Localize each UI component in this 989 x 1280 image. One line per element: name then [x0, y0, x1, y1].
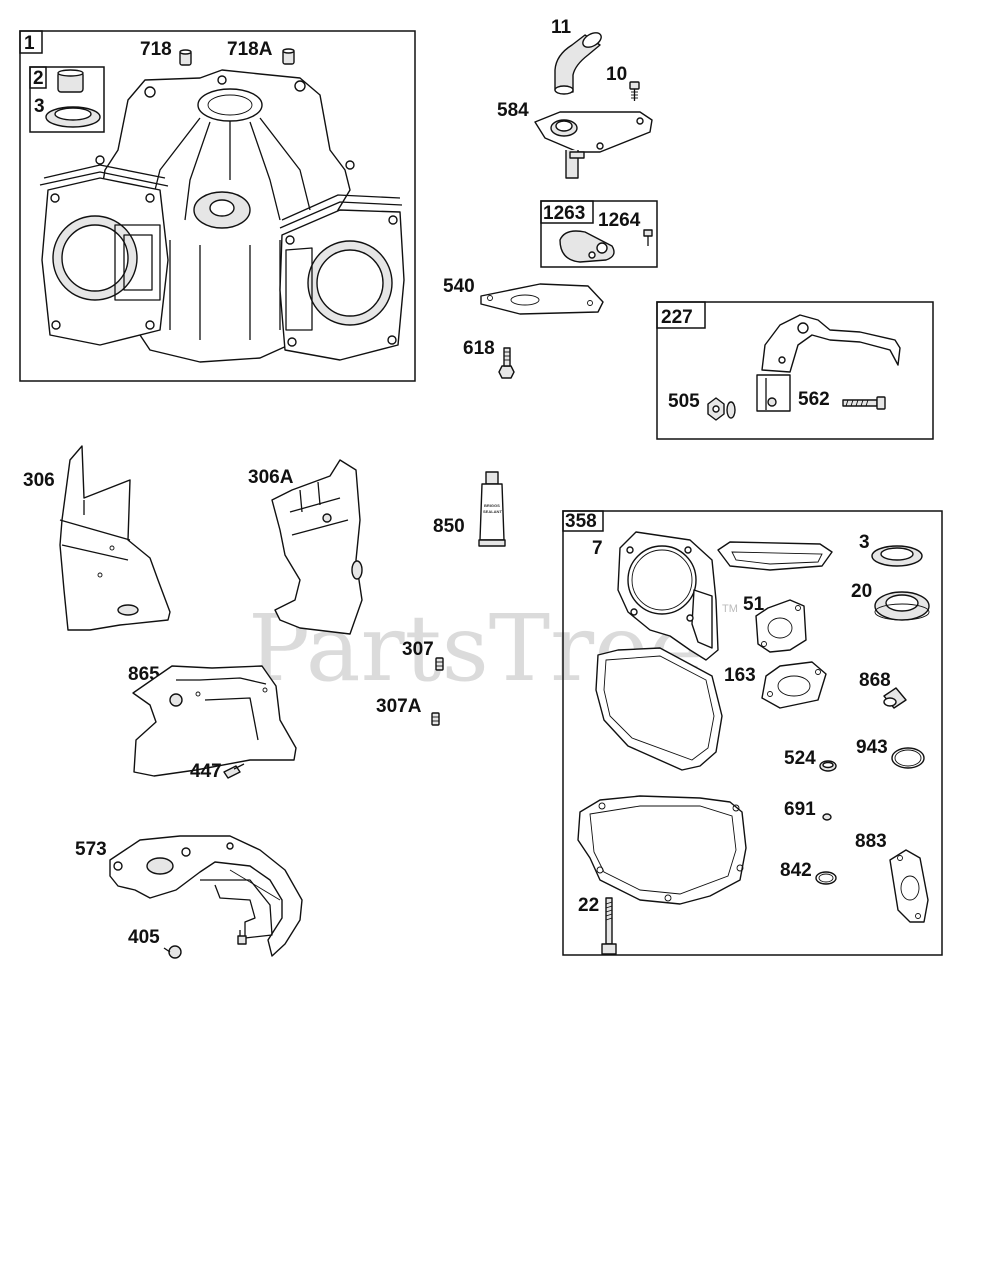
part-label-618[interactable]: 618 [463, 338, 495, 359]
screw-10-part[interactable] [629, 81, 640, 101]
part-label-20[interactable]: 20 [851, 581, 872, 602]
screw-405-part[interactable] [163, 945, 182, 959]
callout-box-2: 2 3 [29, 66, 105, 133]
part-label-718A[interactable]: 718A [227, 39, 273, 60]
nut-505-part[interactable] [707, 397, 725, 421]
part-label-718[interactable]: 718 [140, 39, 172, 60]
screw-447-part[interactable] [223, 763, 245, 779]
part-label-842[interactable]: 842 [780, 860, 812, 881]
part-label-883[interactable]: 883 [855, 831, 887, 852]
baffle-865-part[interactable] [132, 665, 297, 777]
dowel-pin-718[interactable] [179, 49, 192, 66]
air-guide-306A-part[interactable] [271, 459, 363, 635]
part-label-3-seal[interactable]: 3 [859, 532, 870, 553]
head-gasket-part[interactable] [617, 531, 719, 661]
part-label-584[interactable]: 584 [497, 100, 529, 121]
part-label-573[interactable]: 573 [75, 839, 107, 860]
box-label-2: 2 [33, 68, 44, 89]
part-label-868[interactable]: 868 [859, 670, 891, 691]
screw-618-part[interactable] [498, 347, 515, 379]
bolt-22-part[interactable] [601, 897, 617, 955]
part-label-540[interactable]: 540 [443, 276, 475, 297]
tube-text-1: BRIGGS [484, 503, 500, 508]
part-label-524[interactable]: 524 [784, 748, 816, 769]
oring-842-part[interactable] [815, 871, 837, 885]
part-label-11[interactable]: 11 [551, 17, 572, 38]
box-label-1: 1 [24, 33, 35, 54]
part-label-3-bearing[interactable]: 3 [34, 96, 45, 117]
oring-524-part[interactable] [819, 760, 837, 772]
box-label-227: 227 [661, 307, 693, 328]
part-label-691[interactable]: 691 [784, 799, 816, 820]
cap-868-part[interactable] [883, 687, 907, 709]
breather-cover-part[interactable] [534, 111, 653, 179]
gasket-540-part[interactable] [480, 283, 604, 315]
part-label-307A[interactable]: 307A [376, 696, 422, 717]
part-label-405[interactable]: 405 [128, 927, 160, 948]
part-label-51[interactable]: 51 [743, 594, 765, 615]
callout-box-1263: 1263 1264 [540, 200, 658, 268]
back-plate-573-part[interactable] [109, 835, 303, 957]
callout-box-358: 358 7 3 20 51 [562, 510, 943, 956]
bushing-part[interactable] [57, 69, 84, 93]
gasket-163-part[interactable] [761, 661, 827, 709]
ring-691-part[interactable] [822, 813, 832, 821]
watermark-tm: TM [722, 603, 738, 615]
screw-1264-part[interactable] [643, 229, 653, 246]
part-label-163[interactable]: 163 [724, 665, 756, 686]
seal-3b-part[interactable] [871, 545, 923, 567]
oring-943-part[interactable] [891, 747, 925, 769]
box-label-1263: 1263 [543, 203, 585, 224]
part-label-306[interactable]: 306 [23, 470, 55, 491]
governor-bracket-part[interactable] [756, 314, 901, 412]
valve-cover-gasket-part[interactable] [595, 647, 723, 771]
seal-20-part[interactable] [874, 591, 930, 621]
sealant-tube-part[interactable]: BRIGGS SEALANT [478, 471, 506, 547]
dowel-pin-718A[interactable] [282, 48, 295, 65]
bolt-562-part[interactable] [842, 396, 886, 410]
part-label-1264[interactable]: 1264 [598, 210, 641, 231]
gasket-883-part[interactable] [889, 849, 929, 923]
callout-box-227: 227 505 562 [656, 301, 934, 440]
part-label-307[interactable]: 307 [402, 639, 434, 660]
part-label-22[interactable]: 22 [578, 895, 599, 916]
reed-valve-part[interactable] [559, 230, 615, 263]
engine-block-part[interactable] [39, 69, 405, 363]
part-label-447[interactable]: 447 [190, 761, 222, 782]
part-label-850[interactable]: 850 [433, 516, 465, 537]
screw-307A-part[interactable] [431, 712, 440, 726]
washer-part[interactable] [726, 401, 736, 419]
part-label-10[interactable]: 10 [606, 64, 627, 85]
screw-307-part[interactable] [435, 657, 444, 671]
air-guide-306-part[interactable] [59, 445, 171, 631]
callout-box-1: 1 2 3 718 718A [19, 30, 416, 382]
sump-gasket-part[interactable] [577, 795, 747, 905]
part-label-505[interactable]: 505 [668, 391, 700, 412]
tube-text-2: SEALANT [483, 509, 502, 514]
crescent-gasket-part[interactable] [717, 541, 833, 571]
breather-tube-part[interactable] [554, 30, 604, 95]
part-label-306A[interactable]: 306A [248, 467, 294, 488]
part-label-562[interactable]: 562 [798, 389, 830, 410]
part-label-943[interactable]: 943 [856, 737, 888, 758]
gasket-51-part[interactable] [755, 599, 807, 653]
box-label-358: 358 [565, 511, 597, 532]
seal-part[interactable] [45, 106, 101, 128]
part-label-7[interactable]: 7 [592, 538, 603, 559]
